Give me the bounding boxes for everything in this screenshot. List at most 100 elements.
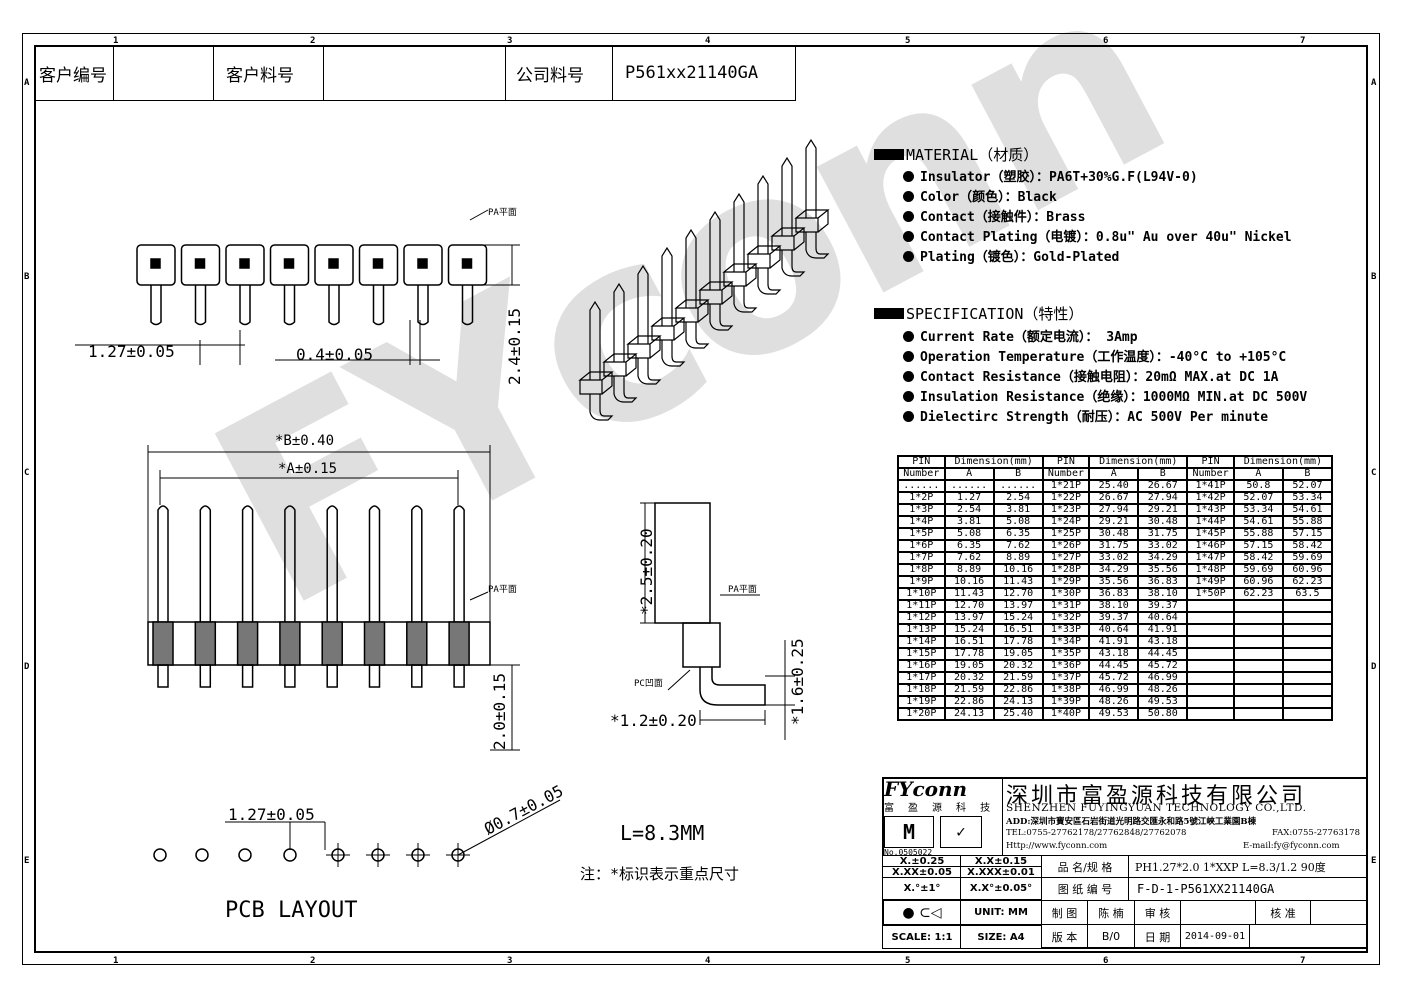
table-cell: 43.18 [1088,647,1140,661]
table-cell: 11.43 [992,575,1044,589]
table-cell: 1*15P [897,647,946,661]
company-part-value: P561xx21140GA [612,45,796,101]
tolerance-6: X.X°±0.05° [960,877,1042,900]
zone-column-label: 4 [705,36,711,46]
pin-tail [194,285,207,326]
pcb-hole [238,848,252,862]
zone-row-label: D [24,662,30,672]
table-cell: 17.78 [943,647,995,661]
table-cell: 1*45P [1186,527,1235,541]
table-cell: 58.42 [1281,539,1334,553]
zone-column-label: 2 [310,956,316,966]
table-cell [1186,659,1235,673]
logo-area: FYconn 富 盈 源 科 技 M ✓ No.0505022 [884,777,1003,857]
fyconn-logo: FYconn [884,777,968,801]
pin-housing [358,244,399,286]
table-cell: ...... [943,479,995,493]
material-item: Contact Plating（电镀）：0.8u" Au over 40u" N… [903,226,1292,245]
bullet-icon [903,171,914,182]
table-cell: 38.10 [1088,599,1140,613]
scale: SCALE: 1:1 [882,925,962,949]
blank-cell [1249,924,1368,949]
specification-item: Insulation Resistance（绝缘）：1000MΩ MIN.at … [903,386,1307,405]
front-view [147,445,520,751]
table-cell: 62.23 [1232,587,1284,601]
table-cell: 1*39P [1041,695,1091,709]
table-cell: 1*6P [897,539,946,553]
table-cell [1281,647,1334,661]
table-cell: 34.29 [1137,551,1189,565]
material-item: Color（颜色）：Black [903,186,1057,205]
table-cell [1186,623,1235,637]
zone-column-label: 3 [507,956,513,966]
pin-tail [372,285,385,326]
table-cell: 48.26 [1137,683,1189,697]
table-cell: 55.88 [1281,515,1334,529]
table-cell [1186,599,1235,613]
material-item-text: Contact Plating（电镀）：0.8u" Au over 40u" N… [920,230,1292,245]
table-cell: 3.81 [992,503,1044,517]
table-cell: 8.89 [943,563,995,577]
table-cell: 1.27 [943,491,995,505]
pin-square [372,258,384,269]
height-front-dim: 2.0±0.15 [490,673,509,750]
address: ADD:深圳市寶安區石岩街道光明路交匯永和路5號江峽工業園B棟 [1006,817,1257,827]
table-cell: 21.59 [992,671,1044,685]
b-header: B [1137,467,1189,481]
pin-tail [461,285,474,326]
unit: UNIT: MM [960,900,1042,925]
b-header: B [1281,467,1334,481]
logo-cn: 富 盈 源 科 技 [884,803,995,814]
table-cell: 1*26P [1041,539,1091,553]
table-cell: 1*44P [1186,515,1235,529]
table-cell: 1*46P [1186,539,1235,553]
number-header: Number [1041,467,1091,481]
product-name-label: 品 名/规 格 [1041,855,1129,878]
table-cell: 30.48 [1137,515,1189,529]
table-cell: 1*47P [1186,551,1235,565]
table-cell: 1*28P [1041,563,1091,577]
company-name-cn: 深圳市富盈源科技有限公司 [1006,784,1307,809]
table-cell: 45.72 [1137,659,1189,673]
table-cell: 40.64 [1088,623,1140,637]
zone-column-label: 7 [1300,36,1306,46]
table-cell [1232,599,1284,613]
sheet-size: SIZE: A4 [960,925,1042,949]
table-cell [1232,695,1284,709]
dim-header: Dimension(mm) [1088,455,1189,469]
table-cell [1232,623,1284,637]
table-cell: ...... [992,479,1044,493]
table-cell: 50.8 [1232,479,1284,493]
bullet-icon [903,231,914,242]
a-header: A [943,467,995,481]
table-cell: 13.97 [943,611,995,625]
bullet-icon [903,411,914,422]
table-cell: 41.91 [1088,635,1140,649]
table-cell: 16.51 [943,635,995,649]
pcb-pitch-dim: 1.27±0.05 [228,805,315,824]
table-cell [1281,683,1334,697]
zone-column-label: 1 [113,956,119,966]
table-cell: 19.05 [992,647,1044,661]
table-cell: 12.70 [943,599,995,613]
table-cell [1186,635,1235,649]
side-height-dim: *2.5±0.20 [637,528,656,615]
zone-column-label: 5 [905,36,911,46]
product-name-value: PH1.27*2.0 1*XXP L=8.3/1.2 90度 [1128,855,1368,878]
pcb-hole [283,848,297,862]
pa-plane-label: PA平面 [488,207,517,218]
table-cell: 20.32 [943,671,995,685]
table-cell: 1*49P [1186,575,1235,589]
length-label: L=8.3MM [620,821,704,845]
material-heading: MATERIAL（材质） [874,144,1038,165]
dim-b: *B±0.40 [275,433,334,449]
